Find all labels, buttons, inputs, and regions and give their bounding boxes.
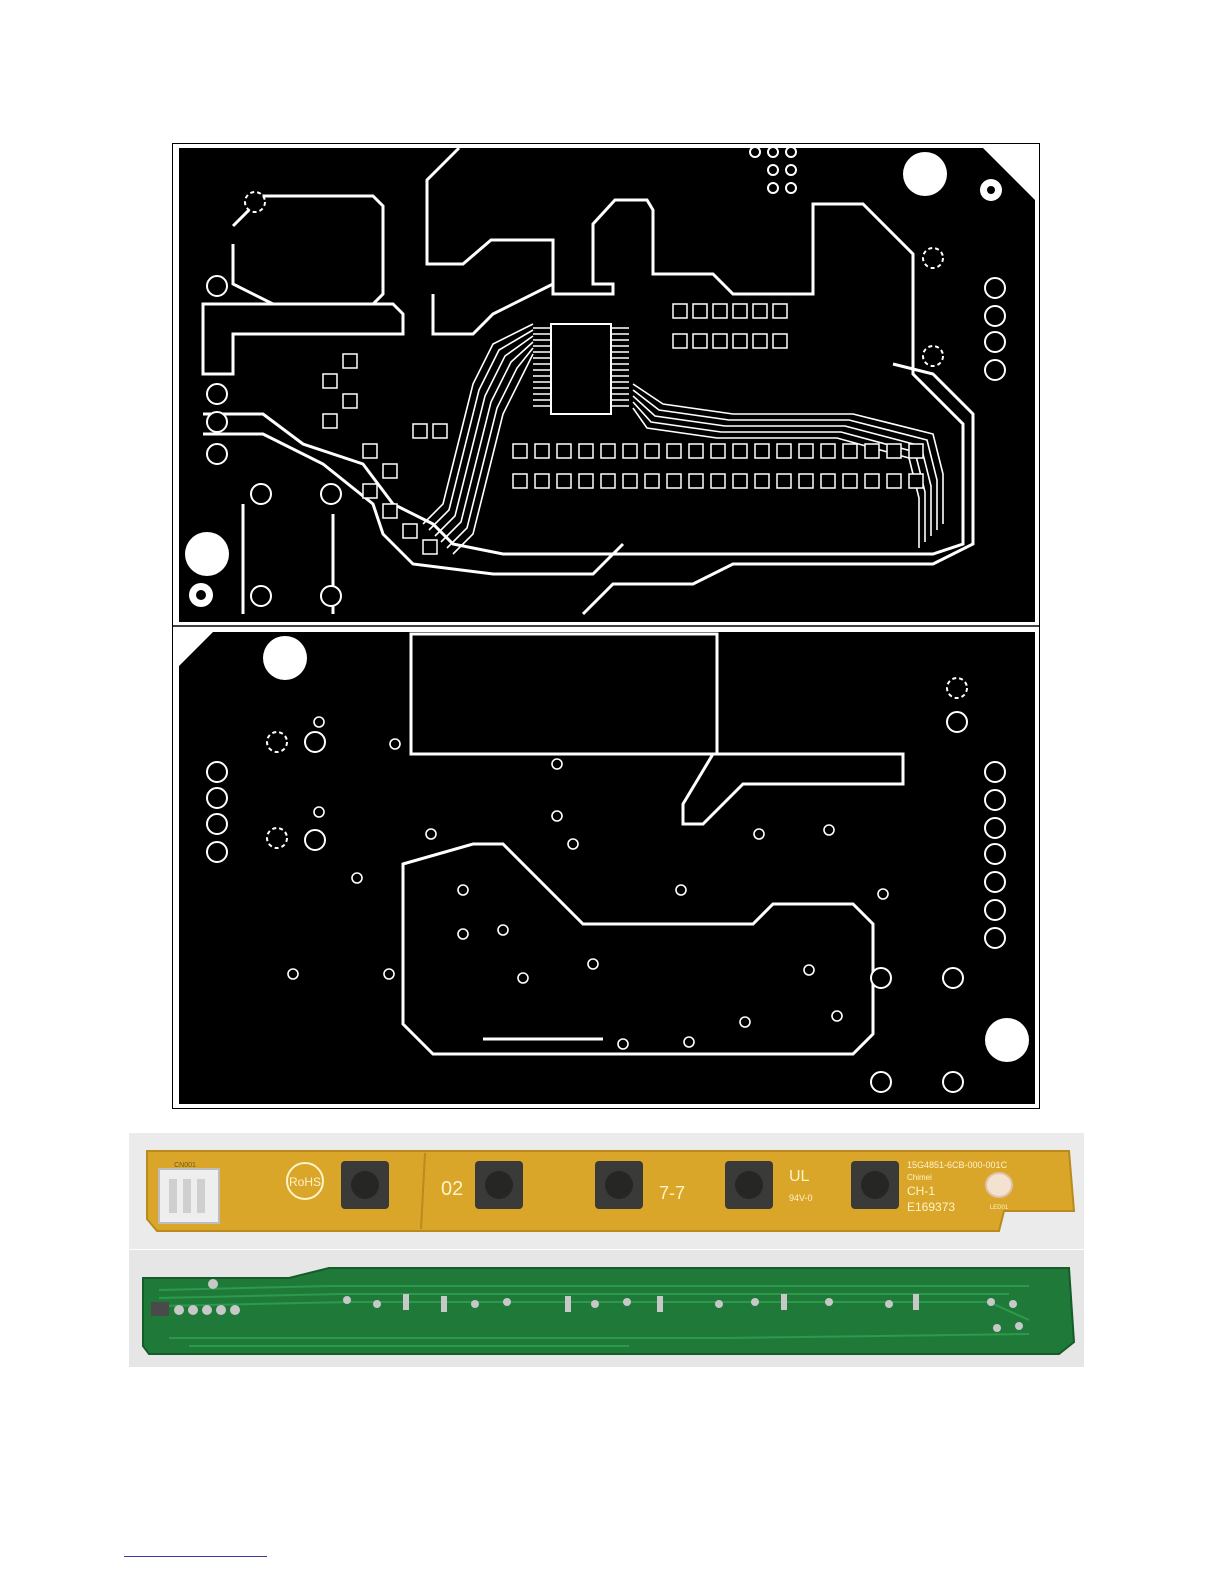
pcb-layout-figure [172, 143, 1040, 1109]
connector-label: CN001 [174, 1162, 196, 1169]
ic-footprint [551, 324, 611, 414]
maker-label: Chimei [907, 1173, 932, 1182]
pcb-layout-svg [173, 144, 1039, 1108]
keyboard-back-svg [129, 1250, 1084, 1367]
rohs-label: RoHS [289, 1175, 321, 1189]
ul-file-label: E169373 [907, 1200, 955, 1214]
mounting-hole [263, 636, 307, 680]
pcb-bottom-copper-pour [179, 632, 1035, 1104]
keyboard-front-photo: CN001 RoHS 02 7-7 UL 94V-0 15G4851-6CB-0… [129, 1133, 1084, 1249]
silk-label-77: 7-7 [659, 1183, 685, 1203]
board-outline [143, 1268, 1074, 1354]
footnote-separator [124, 1556, 267, 1557]
ul-mark: UL [789, 1168, 810, 1185]
tact-switch [475, 1161, 523, 1209]
pcb-bottom-layer [173, 626, 1039, 1104]
mounting-hole [903, 152, 947, 196]
tact-switch [595, 1161, 643, 1209]
mounting-hole [185, 532, 229, 576]
mounting-hole [985, 1018, 1029, 1062]
keyboard-back-photo [129, 1250, 1084, 1367]
silk-label-02: 02 [441, 1178, 463, 1200]
tact-switch [851, 1161, 899, 1209]
pcb-top-layer [179, 147, 1035, 622]
led-label: LED01 [990, 1205, 1009, 1211]
keyboard-front-svg: CN001 RoHS 02 7-7 UL 94V-0 15G4851-6CB-0… [129, 1133, 1084, 1249]
led [986, 1173, 1012, 1197]
part-number-label: 15G4851-6CB-000-001C [907, 1160, 1008, 1170]
board-code-label: CH-1 [907, 1184, 935, 1198]
tact-switch [725, 1161, 773, 1209]
tact-switch [341, 1161, 389, 1209]
flame-rating-label: 94V-0 [789, 1193, 813, 1203]
